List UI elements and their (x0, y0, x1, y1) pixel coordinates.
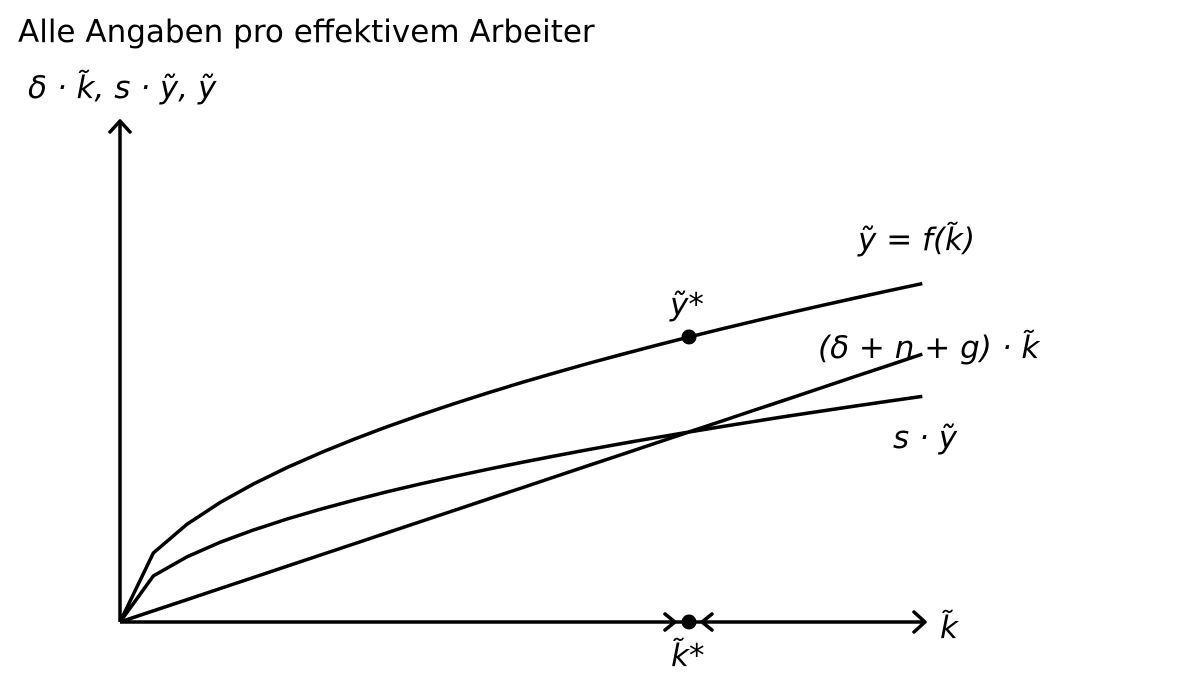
convergence-arrow-right (700, 612, 714, 632)
diagram-title: Alle Angaben pro effektivem Arbeiter (18, 14, 595, 50)
production-curve-label: ỹ = f(k̃) (857, 222, 975, 258)
x-axis-arrowhead (912, 610, 927, 634)
steady-state-output-label: ỹ* (669, 287, 704, 323)
convergence-arrow-left (663, 612, 677, 632)
x-axis-label: k̃ (940, 610, 959, 646)
break-even-line-label: (δ + n + g) · k̃ (818, 330, 1040, 366)
steady-state-capital-point (681, 614, 697, 630)
y-axis-arrowhead (108, 119, 132, 134)
savings-curve-label: s · ỹ (893, 420, 958, 456)
steady-state-capital-label: k̃* (671, 638, 704, 674)
steady-state-output-point (681, 329, 697, 345)
production-curve (118, 281, 923, 623)
savings-curve (118, 394, 923, 624)
y-axis-label: δ · k̃, s · ỹ, ỹ (28, 70, 217, 106)
break-even-line (119, 352, 923, 624)
